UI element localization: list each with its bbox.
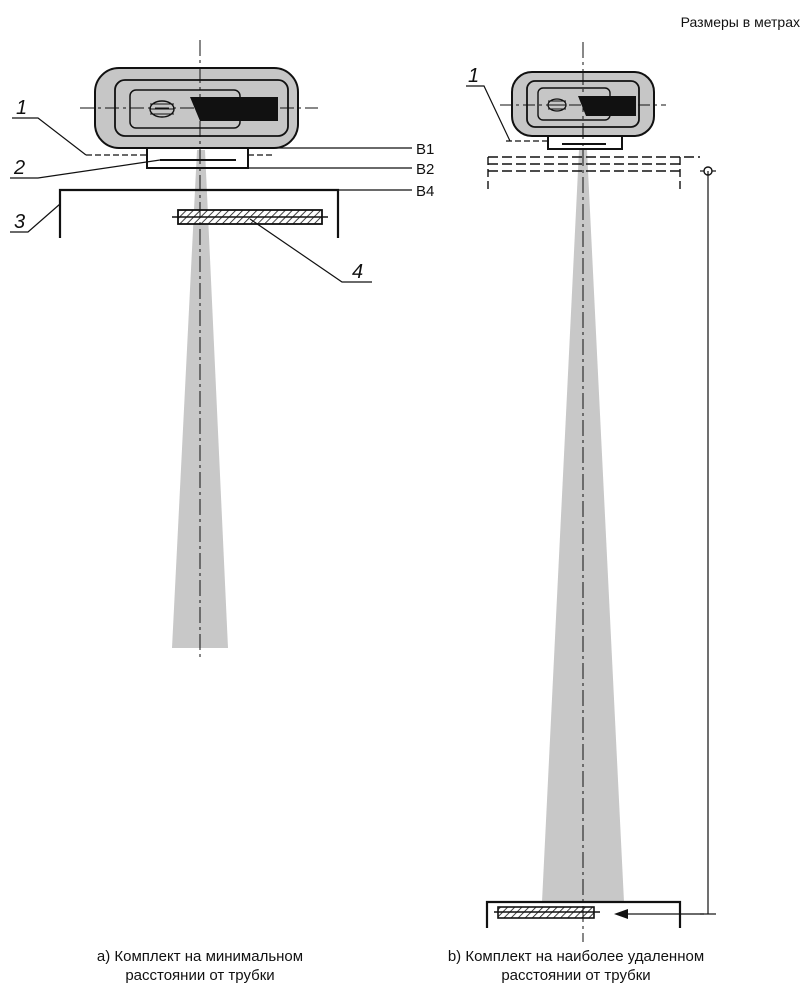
collimator-a (146, 148, 249, 169)
callout-1-b: 1 (468, 65, 479, 87)
panel-b: 1 (466, 42, 716, 942)
callout-4-a: 4 (352, 261, 363, 283)
panel-a: B1 B2 B4 1 2 3 4 (10, 40, 434, 658)
anode-b (578, 96, 636, 116)
caption-a-line1: a) Комплект на минимальном (96, 948, 304, 965)
caption-b: b) Комплект на наиболее удаленном рассто… (396, 947, 756, 985)
label-b4: B4 (416, 183, 434, 200)
callout-1-a: 1 (16, 97, 27, 119)
label-b1: B1 (416, 141, 434, 158)
collimator-b (547, 136, 623, 150)
caption-a-line2: расстоянии от трубки (125, 967, 275, 984)
caption-b-line1: b) Комплект на наиболее удаленном (447, 948, 705, 965)
callout-2-a: 2 (13, 157, 25, 179)
callout-3-a: 3 (14, 211, 25, 233)
label-b2: B2 (416, 161, 434, 178)
units-note: Размеры в метрах (680, 14, 800, 30)
caption-b-line2: расстоянии от трубки (501, 967, 651, 984)
frame-a (58, 188, 340, 238)
beam-b (542, 150, 624, 902)
caption-a: a) Комплект на минимальном расстоянии от… (20, 947, 380, 985)
anode-a (190, 97, 278, 121)
